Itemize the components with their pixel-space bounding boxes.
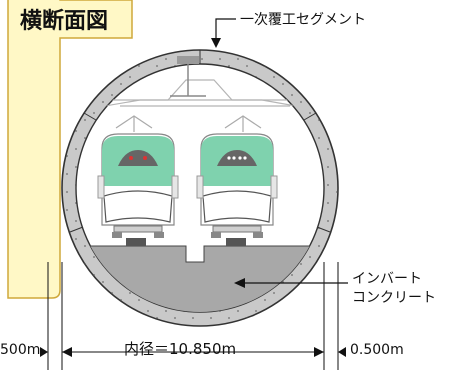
train-right	[196, 133, 278, 246]
segment-label: 一次覆工セグメント	[240, 12, 366, 28]
inner-diameter-label: 内径＝10.850m	[124, 340, 236, 358]
title-panel	[7, 0, 133, 299]
right-thickness-label: 0.500m	[350, 342, 404, 358]
train-left	[97, 133, 179, 246]
overhead-hanger	[177, 56, 199, 64]
segment-leader	[215, 18, 236, 40]
left-thickness-label: 500m	[0, 342, 40, 358]
invert-label-line2: コンクリート	[352, 290, 436, 306]
invert-label-line1: インバート	[352, 271, 422, 287]
title-text: 横断面図	[20, 8, 108, 34]
